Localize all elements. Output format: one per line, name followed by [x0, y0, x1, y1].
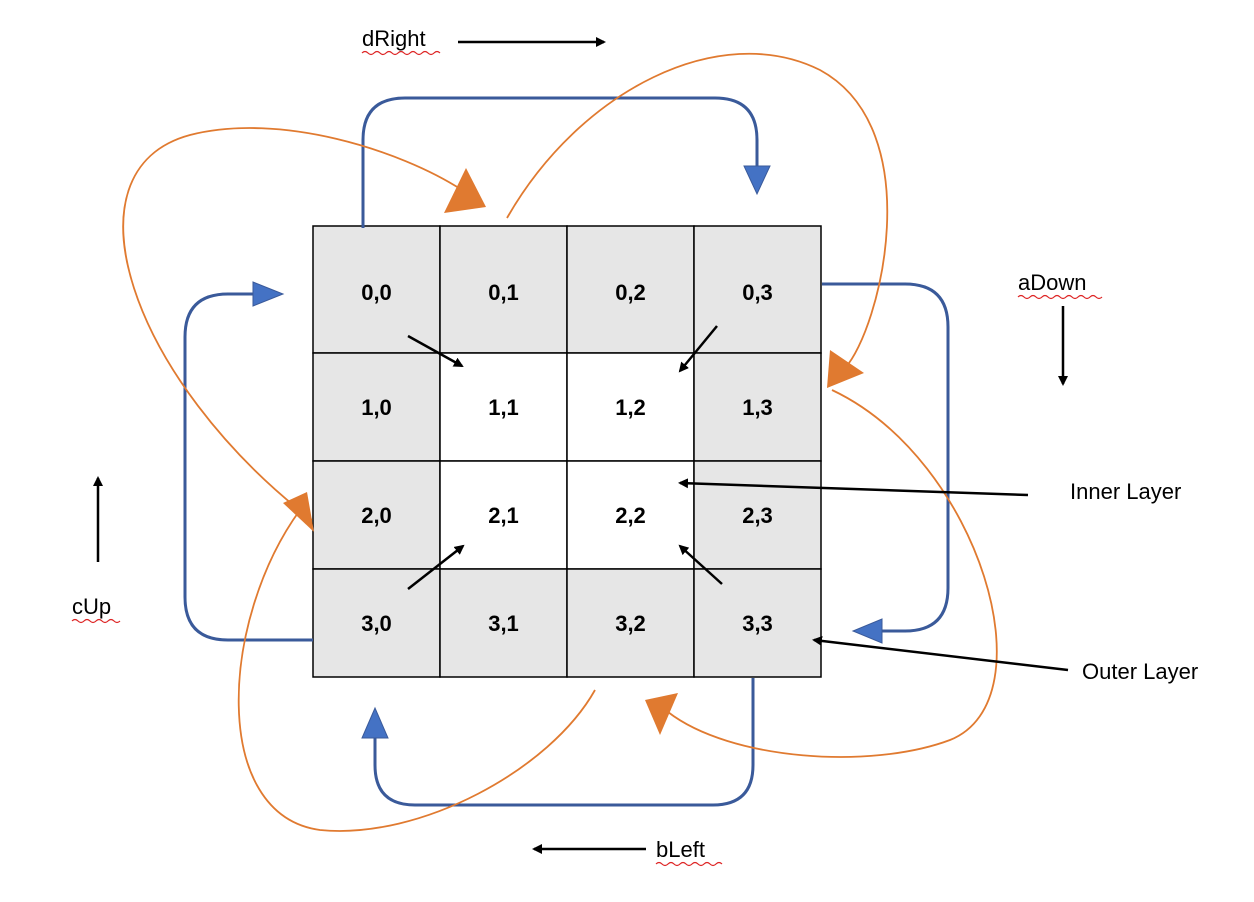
grid-cell-label: 3,3 — [742, 611, 773, 636]
orange-arrowhead-left — [283, 492, 314, 532]
grid-cell-3-3 — [693, 568, 822, 678]
grid-cell-1-0 — [312, 352, 441, 462]
grid-cell-label: 0,1 — [488, 280, 519, 305]
orange-arrow-from-top — [506, 52, 889, 369]
inner-layer-label: Inner Layer — [1070, 479, 1181, 504]
grid-cell-2-3 — [693, 460, 822, 570]
outer-layer-label: Outer Layer — [1082, 659, 1198, 684]
spellcheck-underline-cup — [71, 618, 121, 624]
grid-cell-label: 1,1 — [488, 395, 519, 420]
grid-cell-label: 0,2 — [615, 280, 646, 305]
grid-cell-label: 2,2 — [615, 503, 646, 528]
matrix-grid: 0,0 0,1 0,2 0,3 1,0 1,1 1,2 1,3 2,0 2,1 2,2 2,3 3,0 3… — [312, 225, 822, 678]
outer-layer-pointer — [812, 635, 1069, 672]
blue-arrowhead-bottom — [361, 706, 389, 739]
grid-cell-label: 2,1 — [488, 503, 519, 528]
inner-arrow-bottom-left — [407, 544, 465, 590]
spellcheck-underline-adown — [1017, 294, 1103, 300]
grid-cell-0-0 — [312, 225, 441, 354]
blue-arrowhead-right — [851, 618, 883, 644]
grid-cell-1-1 — [439, 352, 568, 462]
inner-arrow-top-right — [678, 325, 718, 373]
grid-cell-0-2 — [566, 225, 695, 354]
grid-cell-label: 0,3 — [742, 280, 773, 305]
grid-cell-label: 3,2 — [615, 611, 646, 636]
orange-arrowhead-top-left — [444, 168, 486, 213]
spellcheck-underline-bleft — [655, 861, 723, 867]
grid-cell-label: 3,1 — [488, 611, 519, 636]
blue-arrow-bottom — [373, 678, 755, 807]
grid-cell-1-3 — [693, 352, 822, 462]
grid-cell-0-3 — [693, 225, 822, 354]
grid-cell-3-0 — [312, 568, 441, 678]
inner-arrow-top-left — [407, 334, 464, 368]
grid-cell-label: 2,0 — [361, 503, 392, 528]
blue-arrowhead-left — [252, 281, 285, 307]
spellcheck-underline-dright — [361, 50, 441, 56]
orange-arrow-from-bottom — [237, 509, 596, 832]
blue-arrow-left — [183, 292, 313, 642]
orange-arrow-from-right — [667, 389, 998, 758]
bleft-label: bLeft — [656, 837, 705, 862]
grid-cell-label: 2,3 — [742, 503, 773, 528]
grid-cell-label: 0,0 — [361, 280, 392, 305]
inner-layer-pointer — [678, 478, 1029, 497]
orange-arrowhead-bottom — [645, 693, 678, 735]
blue-arrow-top — [361, 96, 759, 228]
grid-cell-label: 3,0 — [361, 611, 392, 636]
adown-label: aDown — [1018, 270, 1086, 295]
orange-arrow-from-left — [122, 127, 463, 521]
inner-layer-arrows — [407, 325, 723, 590]
grid-cell-0-1 — [439, 225, 568, 354]
blue-arrowhead-top — [743, 165, 771, 196]
inner-arrow-bottom-right — [678, 544, 723, 585]
grid-cell-label: 1,0 — [361, 395, 392, 420]
grid-cell-3-1 — [439, 568, 568, 678]
dright-label: dRight — [362, 26, 426, 51]
grid-cell-label: 1,3 — [742, 395, 773, 420]
blue-arrow-right — [822, 282, 950, 633]
outer-ring-rotation-arrows — [183, 96, 950, 807]
cup-label: cUp — [72, 594, 111, 619]
grid-cell-label: 1,2 — [615, 395, 646, 420]
orange-arrowhead-right — [827, 350, 864, 388]
corner-rotation-arrows — [122, 52, 998, 832]
